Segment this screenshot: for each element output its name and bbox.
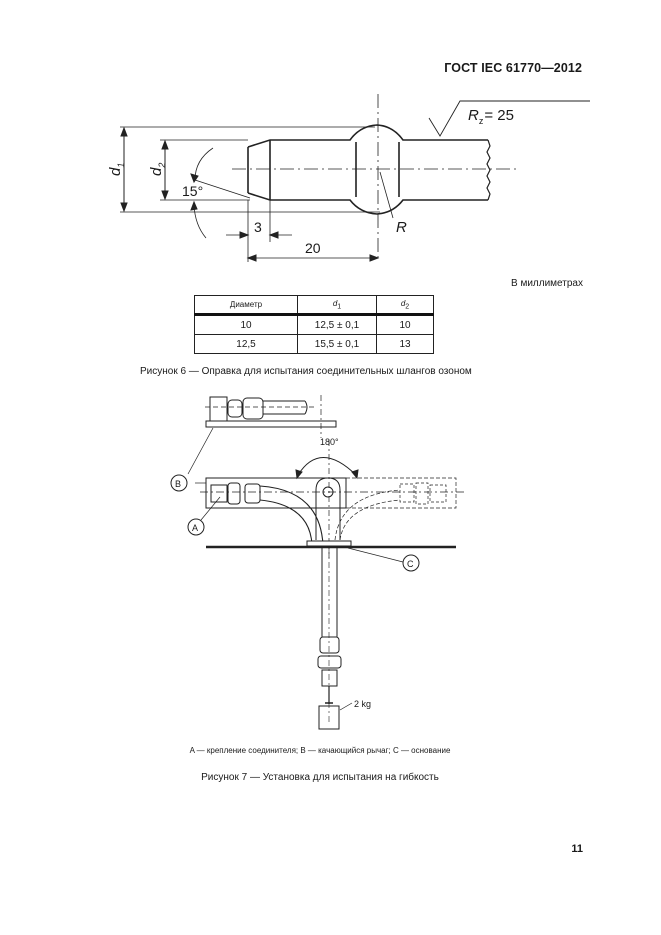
weight-label: 2 kg xyxy=(354,699,371,709)
dimensions-table: Диаметр d1 d2 10 12,5 ± 0,1 10 12,5 15,5… xyxy=(194,295,434,354)
units-note: В миллиметрах xyxy=(511,278,583,289)
radius-label: R xyxy=(396,219,407,236)
cell-d2: 10 xyxy=(376,314,434,335)
figure7-legend: A — крепление соединителя; B — качающийс… xyxy=(189,746,451,755)
callout-a: A xyxy=(192,523,198,533)
cell-diameter: 12,5 xyxy=(194,334,298,354)
dim-3-label: 3 xyxy=(254,219,262,235)
cell-d1: 12,5 ± 0,1 xyxy=(297,314,377,335)
angle-15-label: 15° xyxy=(182,183,203,199)
standard-header: ГОСТ IEC 61770—2012 xyxy=(444,61,582,75)
header-d1: d1 xyxy=(297,295,377,316)
figure6-caption: Рисунок 6 — Оправка для испытания соедин… xyxy=(140,366,472,377)
header-diameter: Диаметр xyxy=(194,295,298,316)
cell-d2: 13 xyxy=(376,334,434,354)
table-row: 12,5 15,5 ± 0,1 13 xyxy=(194,334,434,354)
figure7-caption: Рисунок 7 — Установка для испытания на г… xyxy=(201,772,439,783)
callout-b: B xyxy=(175,479,181,489)
header-d2: d2 xyxy=(376,295,434,316)
table-row: 10 12,5 ± 0,1 10 xyxy=(194,314,434,335)
cell-diameter: 10 xyxy=(194,314,298,335)
callout-c: C xyxy=(407,559,414,569)
page-number: 11 xyxy=(571,843,583,855)
figure7-drawing: 180° B A C 2 kg xyxy=(170,395,465,730)
figure6-drawing: d1 d2 15° 3 20 R Rz= 25 xyxy=(107,94,590,262)
d1-label: d1 xyxy=(107,163,126,176)
d2-label: d2 xyxy=(148,163,167,176)
dim-20-label: 20 xyxy=(305,240,321,256)
cell-d1: 15,5 ± 0,1 xyxy=(297,334,377,354)
table-header-row: Диаметр d1 d2 xyxy=(194,295,434,316)
roughness-label: Rz= 25 xyxy=(468,107,514,126)
angle-180-label: 180° xyxy=(320,437,339,447)
